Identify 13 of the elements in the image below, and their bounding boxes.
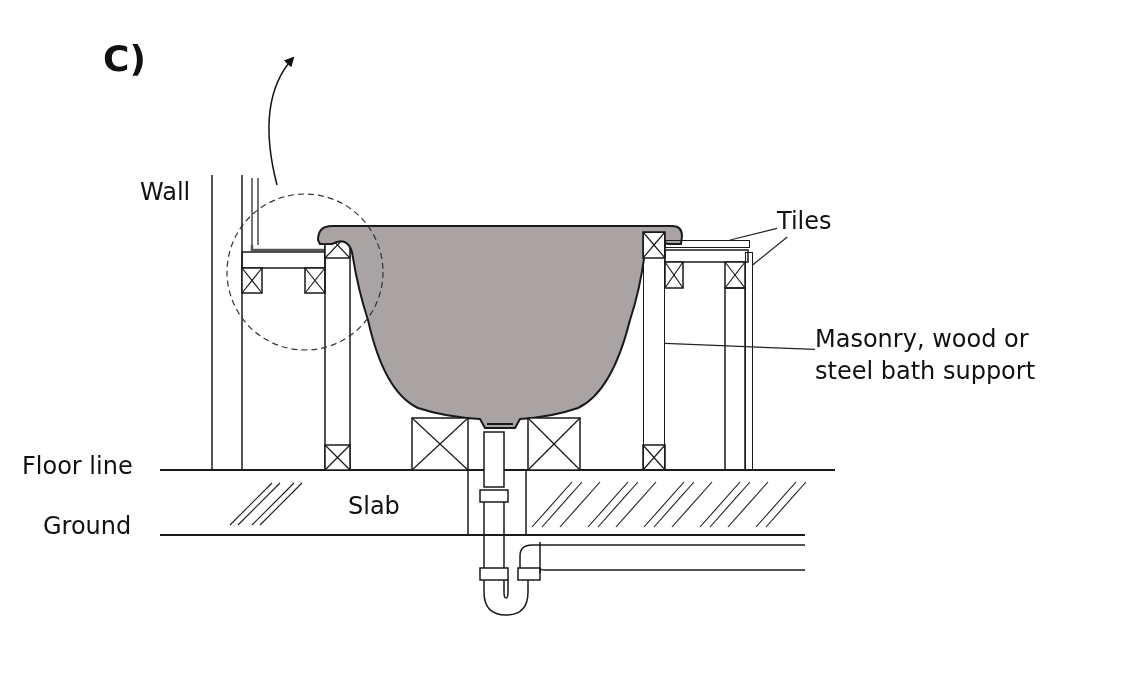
leader-line (729, 227, 778, 241)
part-label: Ground (43, 511, 132, 542)
tile-strip (665, 240, 750, 248)
part-label: Wall (140, 177, 191, 208)
panel-label: C) (103, 38, 146, 80)
part-label: Masonry, wood or steel bath support (815, 323, 1090, 387)
leader-line (664, 342, 816, 351)
leader-line (752, 236, 788, 266)
part-label: Tiles (777, 205, 837, 237)
support-post (643, 232, 665, 470)
part-label: Floor line (22, 451, 133, 482)
part-label: Slab (348, 491, 400, 522)
side-tile (745, 252, 753, 470)
